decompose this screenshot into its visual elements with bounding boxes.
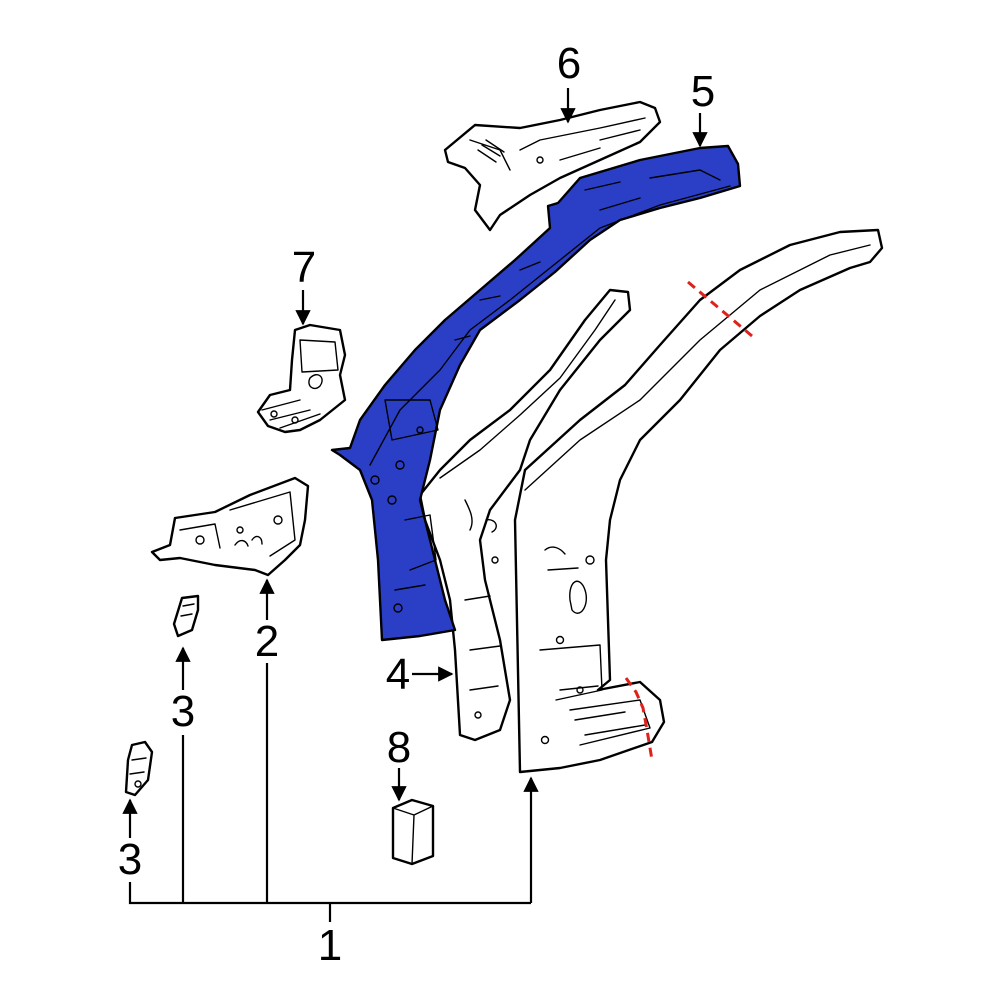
- part-2-lower-bracket[interactable]: [150, 476, 310, 577]
- callout-5: 5: [691, 67, 715, 116]
- callout-3-lower: 3: [118, 835, 142, 884]
- callout-2: 2: [255, 617, 279, 666]
- part-5-pillar-inner-highlighted[interactable]: [330, 144, 742, 642]
- callout-8: 8: [387, 723, 411, 772]
- part-3-clip-upper[interactable]: [172, 594, 200, 638]
- callout-6: 6: [557, 39, 581, 88]
- part-8-block[interactable]: [391, 798, 435, 866]
- part-1-outer-pillar[interactable]: [513, 228, 884, 774]
- part-6-upper-bracket[interactable]: [443, 100, 662, 232]
- leader-lines: [122, 88, 708, 922]
- cut-line-lower: [624, 677, 654, 761]
- part-7-bracket[interactable]: [256, 323, 347, 434]
- callout-4: 4: [386, 650, 410, 699]
- callout-7: 7: [292, 243, 316, 292]
- part-3-clip-lower[interactable]: [124, 740, 154, 797]
- callout-3-upper: 3: [171, 687, 195, 736]
- callout-1: 1: [318, 921, 342, 970]
